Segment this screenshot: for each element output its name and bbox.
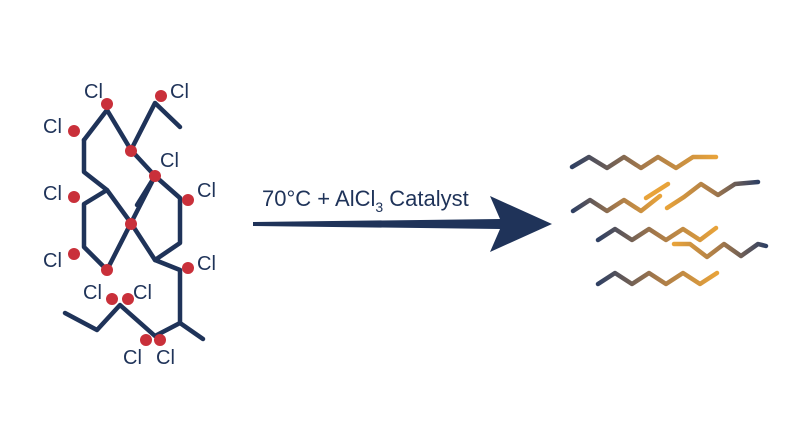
product-chain [664, 179, 761, 211]
chlorine-dot [101, 264, 113, 276]
chlorine-label: Cl [83, 282, 102, 304]
chlorine-label: Cl [197, 180, 216, 202]
chlorine-dot [122, 293, 134, 305]
product-chain [570, 193, 663, 214]
product-chain [595, 225, 719, 243]
bond-ring-right [152, 173, 183, 263]
bond-chain-bottom [62, 302, 183, 339]
chlorine-labels: Cl Cl Cl Cl Cl Cl Cl Cl Cl Cl Cl Cl [43, 81, 216, 369]
chlorine-label: Cl [197, 253, 216, 275]
product-chain [595, 270, 720, 287]
chlorine-dot [155, 90, 167, 102]
chlorine-dot [101, 98, 113, 110]
chlorine-dot [68, 191, 80, 203]
chlorinated-polymer-structure: Cl Cl Cl Cl Cl Cl Cl Cl Cl Cl Cl Cl [43, 81, 216, 369]
product-fragments [569, 154, 769, 287]
chlorine-dot [106, 293, 118, 305]
chlorine-dot [125, 218, 137, 230]
condition-subscript: 3 [375, 199, 383, 215]
condition-main: 70°C + AlCl [262, 186, 375, 211]
chlorine-label: Cl [84, 81, 103, 103]
chlorine-dot [149, 170, 161, 182]
chlorine-dot [68, 125, 80, 137]
chlorine-label: Cl [160, 150, 179, 172]
bond-chain-left [81, 137, 134, 273]
reaction-arrow-group: 70°C + AlCl3 Catalyst [253, 186, 552, 252]
reaction-arrow [253, 196, 552, 252]
product-chain [671, 241, 769, 260]
chlorine-dot [140, 334, 152, 346]
chlorine-label: Cl [133, 282, 152, 304]
chlorine-dot [125, 145, 137, 157]
chlorine-label: Cl [123, 347, 142, 369]
product-chain [643, 181, 671, 201]
chlorine-label: Cl [43, 250, 62, 272]
chlorine-dot [182, 194, 194, 206]
chlorine-atoms [68, 90, 194, 346]
chlorine-dot [154, 334, 166, 346]
condition-catalyst: Catalyst [383, 186, 469, 211]
bond-chain-top [81, 100, 183, 153]
chlorine-dot [182, 262, 194, 274]
product-chain [569, 154, 719, 171]
chlorine-dot [68, 248, 80, 260]
chlorine-label: Cl [170, 81, 189, 103]
chlorine-label: Cl [156, 347, 175, 369]
chlorine-label: Cl [43, 116, 62, 138]
chlorine-label: Cl [43, 183, 62, 205]
bond-chain-center [128, 147, 206, 342]
reaction-conditions: 70°C + AlCl3 Catalyst [262, 186, 469, 215]
